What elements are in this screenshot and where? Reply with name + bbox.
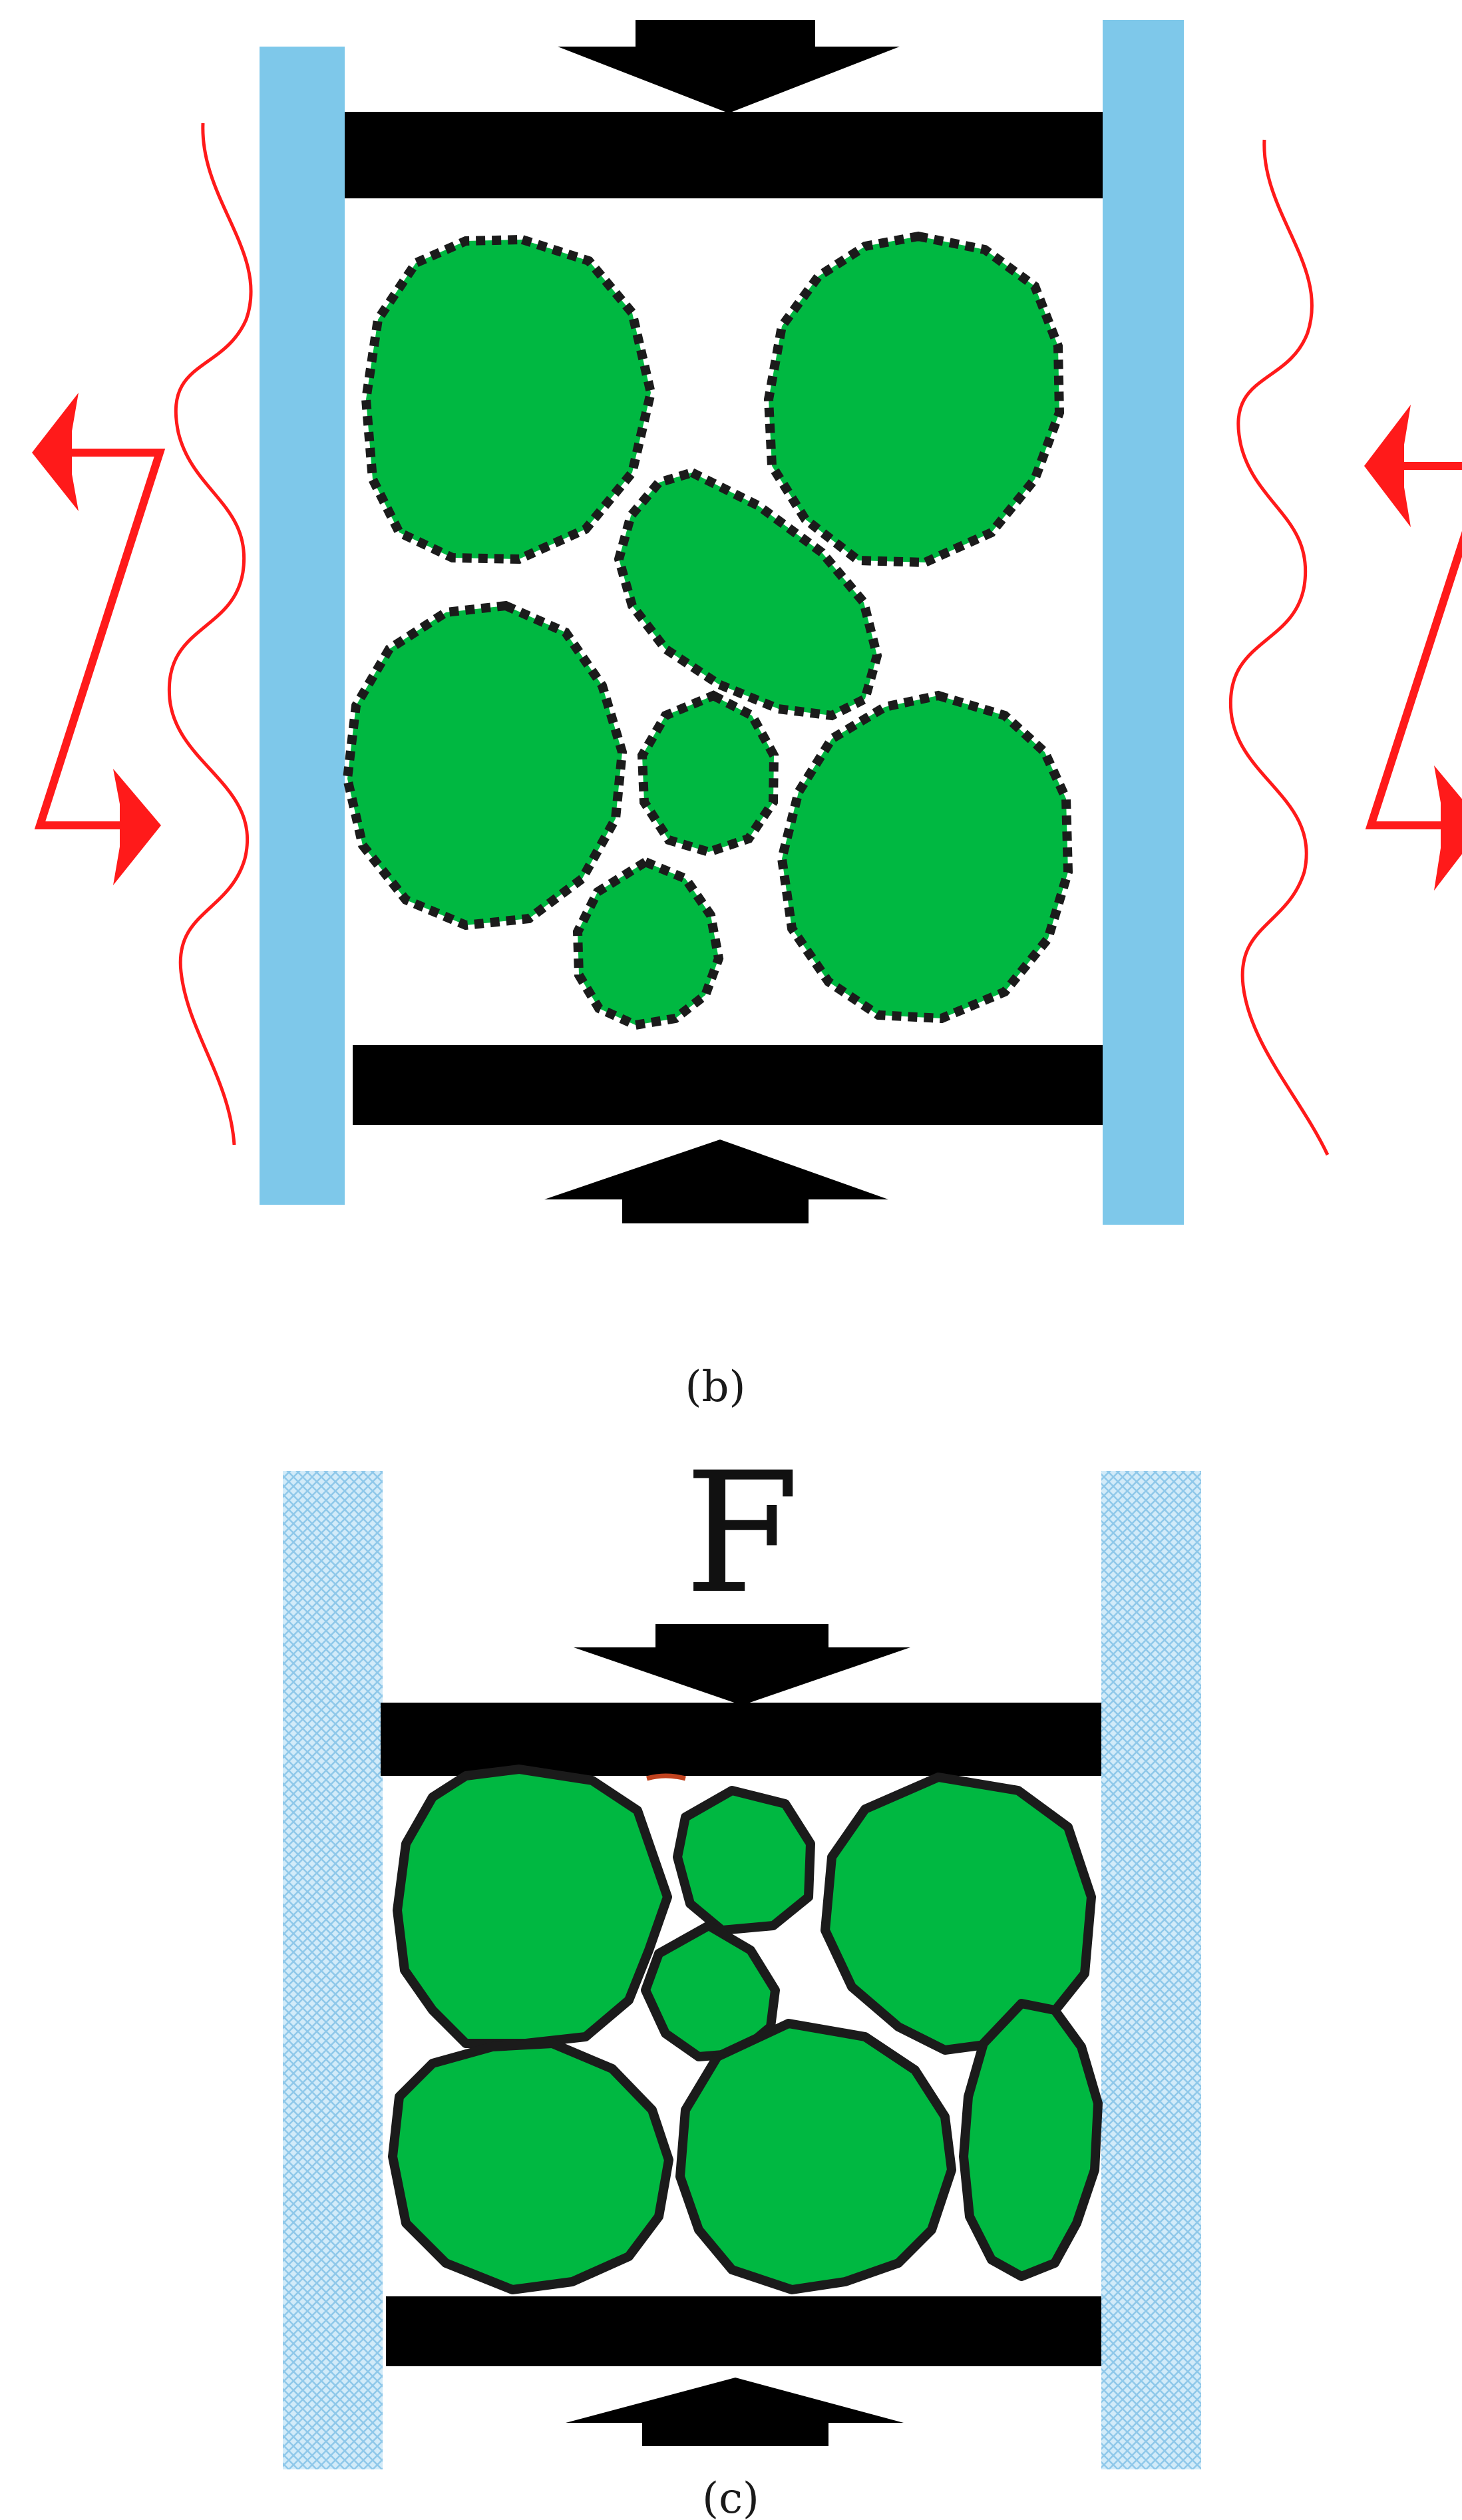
debris-mark bbox=[646, 1773, 686, 1781]
right-wall-b bbox=[1103, 20, 1184, 1225]
top-plate-b bbox=[345, 112, 1103, 198]
particles-b bbox=[342, 231, 1073, 1030]
particle bbox=[763, 231, 1065, 568]
particle bbox=[388, 2039, 673, 2294]
panel-c: F (c) bbox=[283, 1436, 1201, 2520]
particle bbox=[675, 2019, 956, 2294]
arrowhead-left-down bbox=[113, 769, 161, 885]
particle bbox=[821, 1773, 1096, 2055]
particle bbox=[572, 857, 724, 1030]
top-punch-arrow-c bbox=[574, 1624, 910, 1705]
left-heat-vibration bbox=[32, 122, 253, 1146]
particle bbox=[342, 600, 628, 931]
bottom-plate-c bbox=[386, 2296, 1101, 2366]
particles-c bbox=[388, 1765, 1103, 2294]
top-punch-arrow-b bbox=[558, 20, 900, 113]
vibration-arrow-right bbox=[1365, 462, 1462, 829]
bottom-punch-arrow-b bbox=[544, 1140, 888, 1223]
arrowhead-left-up bbox=[32, 393, 79, 511]
right-wall-c bbox=[1101, 1471, 1201, 2469]
particle bbox=[393, 1765, 672, 2048]
particle bbox=[614, 467, 882, 721]
vibration-wave-left bbox=[167, 122, 253, 1146]
caption-b: (b) bbox=[685, 1363, 746, 1412]
particle bbox=[637, 690, 779, 857]
particle bbox=[777, 690, 1073, 1024]
arrowhead-right-down bbox=[1434, 765, 1462, 891]
left-wall-b bbox=[260, 47, 345, 1205]
force-label: F bbox=[684, 1436, 799, 1630]
particle bbox=[361, 234, 656, 564]
arrowhead-right-up bbox=[1364, 405, 1411, 527]
right-heat-vibration bbox=[1228, 139, 1462, 1156]
vibration-arrow-left bbox=[34, 449, 166, 829]
bottom-punch-arrow-c bbox=[566, 2378, 904, 2446]
caption-c: (c) bbox=[702, 2474, 759, 2520]
panel-b: (b) bbox=[32, 20, 1462, 1412]
particle bbox=[673, 1786, 815, 1935]
bottom-plate-b bbox=[353, 1045, 1103, 1125]
left-wall-c bbox=[283, 1471, 383, 2469]
vibration-wave-right bbox=[1228, 139, 1330, 1156]
particle bbox=[959, 1999, 1103, 2281]
top-plate-c bbox=[381, 1703, 1101, 1776]
